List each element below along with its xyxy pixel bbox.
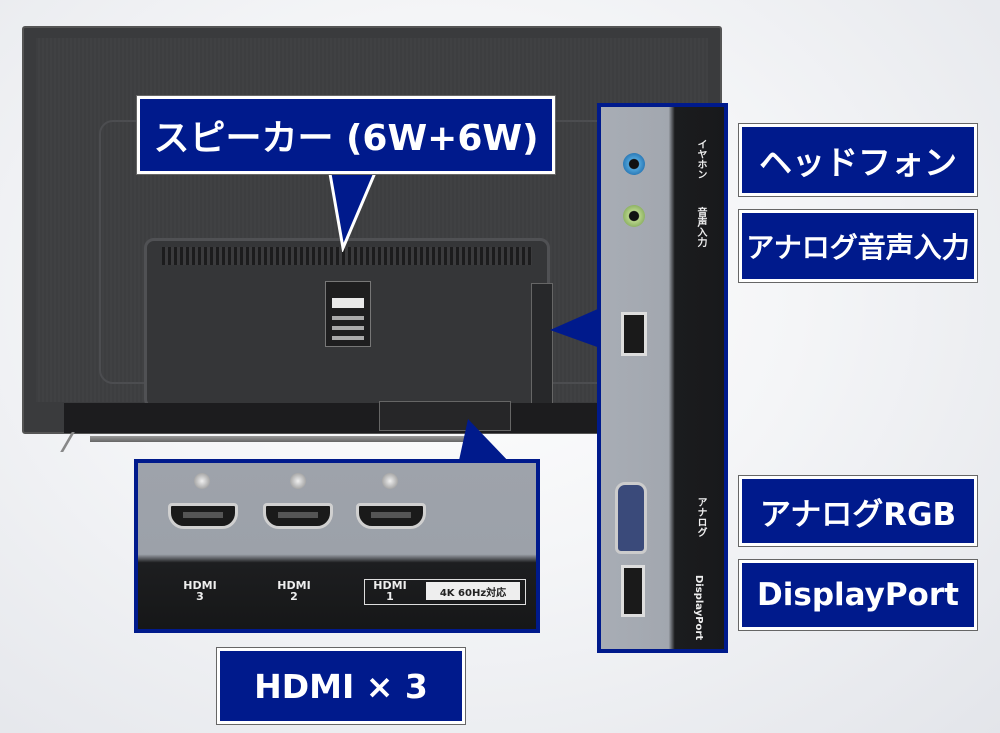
screw-icon (382, 473, 398, 489)
analog-rgb-label: アナログRGB (738, 475, 978, 547)
analog-text: アナログ (695, 497, 706, 537)
audio-in-text: 音声入力 (695, 207, 706, 247)
vga-port (615, 482, 647, 554)
hdmi-callout-pointer (450, 417, 520, 467)
stand-base (90, 436, 470, 442)
hdmi-count-label: HDMI × 3 (216, 647, 466, 725)
bottom-bar (64, 403, 624, 433)
displayport-label: DisplayPort (738, 559, 978, 631)
side-ports-photo: イヤホン 音声入力 アナログ DisplayPort (597, 103, 728, 653)
side-callout-pointer (548, 308, 602, 348)
analog-audio-in-label: アナログ音声入力 (738, 209, 978, 283)
screw-icon (194, 473, 210, 489)
hdmi-port-3 (168, 503, 238, 529)
displayport-port (621, 565, 645, 617)
hdmi-port-2 (263, 503, 333, 529)
rating-label (325, 281, 371, 347)
hdmi-1-frame (364, 579, 526, 605)
speaker-callout: スピーカー (6W+6W) (136, 95, 556, 175)
rear-housing (144, 238, 550, 409)
usb-port (621, 312, 647, 356)
speaker-callout-pointer (325, 168, 385, 252)
bottom-ports-strip (379, 401, 511, 431)
hdmi-port-1 (356, 503, 426, 529)
screw-icon (290, 473, 306, 489)
headphone-jack (623, 153, 645, 175)
speaker-vent (162, 247, 532, 265)
stand-leg (60, 432, 95, 452)
earphone-text: イヤホン (695, 139, 706, 179)
displayport-text: DisplayPort (693, 575, 704, 641)
headphone-label: ヘッドフォン (738, 123, 978, 197)
4k-60hz-badge: 4K 60Hz対応 (426, 582, 520, 600)
audio-in-jack (623, 205, 645, 227)
